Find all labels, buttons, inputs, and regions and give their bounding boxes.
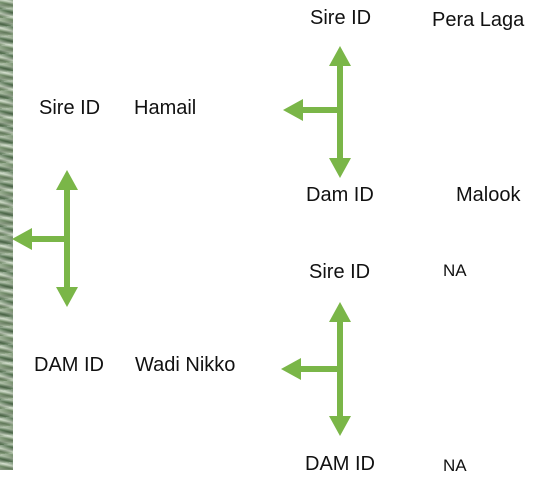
sire-connector-arrow [283,46,351,178]
foliage-photo-strip [0,0,13,470]
sire-root-value: Hamail [134,97,197,119]
dam-connector-arrow [281,302,351,436]
dam-sire-label: Sire ID [309,261,371,283]
sire-dam-value: Malook [456,184,521,206]
sire-sire-label: Sire ID [310,7,372,29]
dam-dam-value: NA [443,456,467,475]
dam-sire-value: NA [443,261,467,280]
dam-root-label: DAM ID [34,354,104,376]
sire-dam-label: Dam ID [306,184,374,206]
sire-sire-value: Pera Laga [432,9,525,31]
root-connector-arrow [12,170,78,307]
sire-root-label: Sire ID [39,97,101,119]
dam-root-value: Wadi Nikko [135,354,236,376]
dam-dam-label: DAM ID [305,453,375,475]
